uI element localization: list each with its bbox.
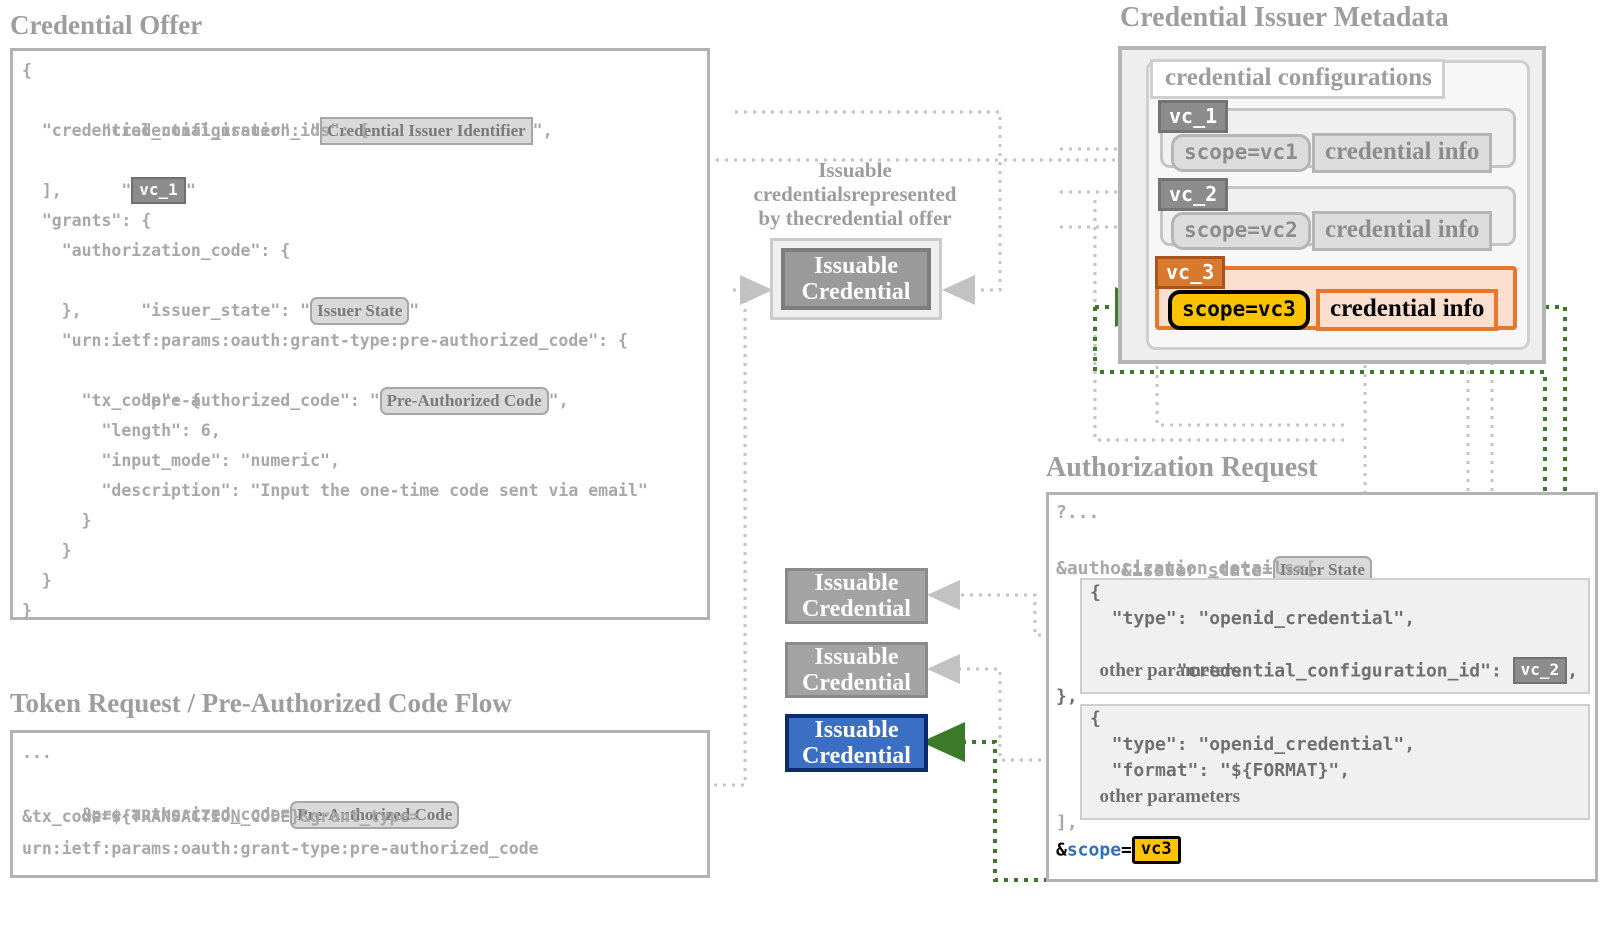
code-line: "type": "openid_credential", <box>1090 734 1416 755</box>
token-request-title: Token Request / Pre-Authorized Code Flow <box>10 688 512 718</box>
scope-box-vc2: scope=vc2 <box>1171 212 1311 250</box>
vc2-chip: vc_2 <box>1512 657 1568 684</box>
credential-info-box-vc1: credential info <box>1312 133 1493 173</box>
code-text: " <box>81 181 132 200</box>
code-line: "urn:ietf:params:oauth:grant-type:pre-au… <box>22 331 628 350</box>
code-line: "credential_issuer": "Credential Issuer … <box>22 86 553 176</box>
code-text: "pre-authorized_code": " <box>81 391 380 410</box>
code-line: { <box>22 61 32 80</box>
code-line: "authorization_code": { <box>22 241 291 260</box>
code-line: "format": "${FORMAT}", <box>1090 760 1351 781</box>
credential-offer-code: { "credential_issuer": "Credential Issue… <box>22 56 712 926</box>
config-id-tag-vc_1: vc_1 <box>1158 100 1229 133</box>
code-text: &pre-authorized_code= <box>81 805 291 824</box>
code-line: }, <box>22 301 82 320</box>
authorization-detail-block-b <box>1080 704 1590 820</box>
code-text: ", <box>548 391 569 410</box>
code-line: &pre-authorized_code=Pre-Authorized Code <box>22 770 460 860</box>
code-line: } <box>22 571 52 590</box>
authorization-detail-block-a <box>1080 578 1590 694</box>
code-text: ", <box>532 121 553 140</box>
code-line: { <box>1090 582 1101 603</box>
code-text: " <box>409 301 420 320</box>
code-text: "credential_configuration_id": <box>1155 660 1513 682</box>
scope-box-vc3-highlighted: scope=vc3 <box>1168 290 1310 330</box>
scope-box-vc1: scope=vc1 <box>1171 134 1311 172</box>
code-line: ... <box>22 743 52 762</box>
authorization-details-close: ], <box>1056 812 1078 833</box>
issuable-credentials-note: Issuable credentialsrepresented by thecr… <box>753 158 957 230</box>
credential-offer-title: Credential Offer <box>10 10 203 40</box>
issuer-state-chip: Issuer State <box>310 296 410 325</box>
ampersand: & <box>1056 839 1067 861</box>
scope-keyword: scope <box>1066 839 1122 861</box>
code-line: } <box>22 601 32 620</box>
code-line: "description": "Input the one-time code … <box>22 481 648 500</box>
code-text: "credential_issuer": " <box>81 121 321 140</box>
pre-authorized-code-chip: Pre-Authorized Code <box>290 800 460 829</box>
credential-info-box-vc3-highlighted: credential info <box>1316 289 1499 331</box>
code-line: "issuer_state": "Issuer State" <box>22 266 419 356</box>
code-line: "type": "openid_credential", <box>1090 608 1416 629</box>
code-line: "pre-authorized_code": "Pre-Authorized C… <box>22 356 569 446</box>
code-line: ], <box>22 181 62 200</box>
code-line: } <box>22 511 92 530</box>
scope-param-line: &scope=vc3 <box>1056 836 1181 866</box>
code-line: other parameters <box>1090 786 1241 807</box>
pre-authorized-code-chip: Pre-Authorized Code <box>379 386 549 415</box>
token-request-code: ... &pre-authorized_code=Pre-Authorized … <box>22 738 712 918</box>
code-line: "length": 6, <box>22 421 221 440</box>
equals-sign: = <box>1121 839 1132 861</box>
config-id-tag-vc_2: vc_2 <box>1158 178 1229 211</box>
code-text: , <box>1567 660 1579 682</box>
code-line: "credential_configuration_ids": [ <box>22 121 370 140</box>
code-line: urn:ietf:params:oauth:grant-type:pre-aut… <box>22 839 539 858</box>
credential-info-box-vc2: credential info <box>1312 211 1493 251</box>
code-text: "issuer_state": " <box>81 301 311 320</box>
issuer-metadata-title: Credential Issuer Metadata <box>1120 2 1449 33</box>
code-line: ?... <box>1056 502 1100 523</box>
authorization-detail-a-close: }, <box>1056 686 1078 707</box>
code-line: &tx_code=${TRANSACTION_CODE}&grant_type= <box>22 807 420 826</box>
code-line: { <box>1090 708 1101 729</box>
code-line: "vc_1" <box>22 146 196 236</box>
credential-configurations-label: credential configurations <box>1150 59 1445 99</box>
code-line: &authorization_details=[ <box>1056 558 1317 579</box>
credential-issuer-identifier-chip: Credential Issuer Identifier <box>320 116 533 145</box>
token-request-box <box>10 730 710 878</box>
code-text: &issuer_state= <box>1121 560 1273 581</box>
code-line: other parameters <box>1090 660 1241 681</box>
code-line: "input_mode": "numeric", <box>22 451 340 470</box>
code-line: } <box>22 541 72 560</box>
code-line: "credential_configuration_id": vc_2, <box>1090 632 1578 711</box>
code-line: "grants": { <box>22 211 152 230</box>
code-line: &issuer_state=Issuer State <box>1056 526 1372 616</box>
vc1-chip: vc_1 <box>131 177 186 204</box>
code-line: "tx_code": { <box>22 391 201 410</box>
vc3-value-chip-highlighted: vc3 <box>1131 836 1181 864</box>
code-text: " <box>185 181 196 200</box>
authorization-request-title: Authorization Request <box>1046 452 1318 483</box>
config-id-tag-vc_3: vc_3 <box>1155 256 1226 289</box>
authorization-request-code: ?... &issuer_state=Issuer State &authori… <box>1056 498 1596 648</box>
